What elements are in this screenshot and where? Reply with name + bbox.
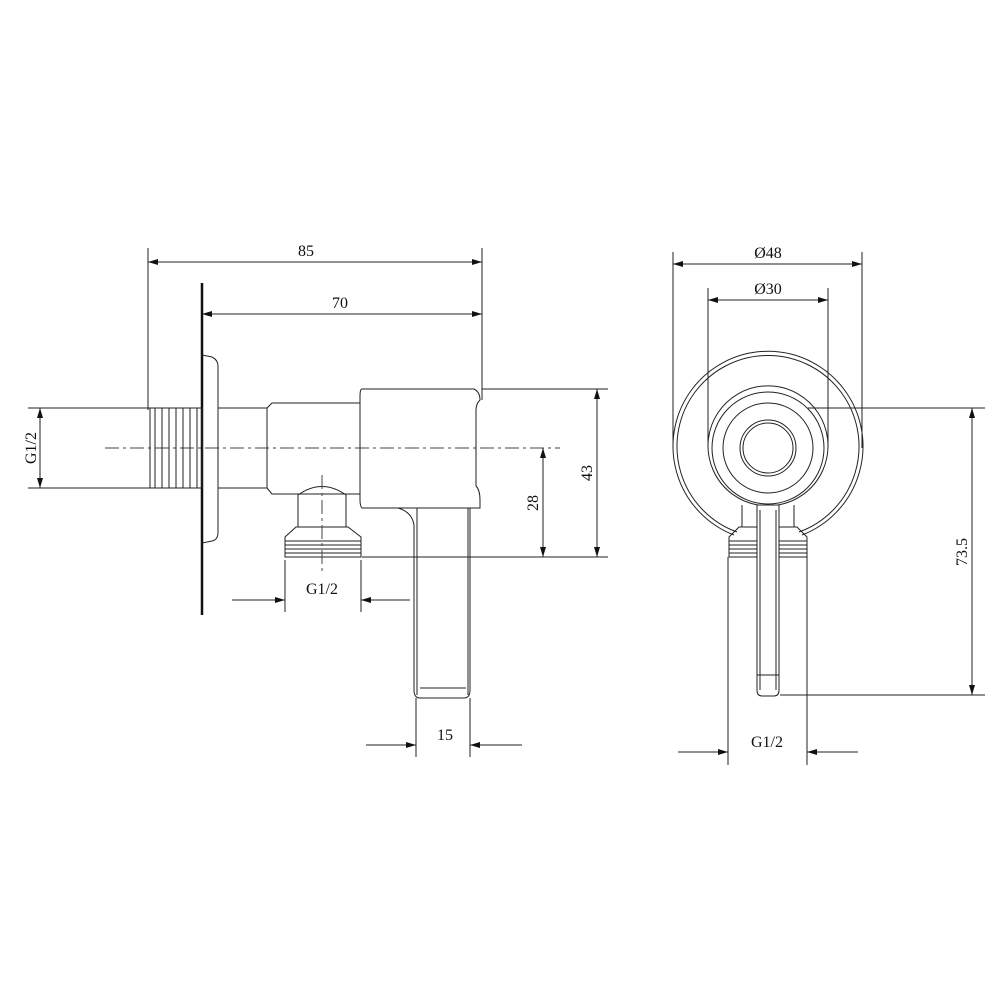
front-handle (756, 504, 780, 697)
dimension-43: 43 (482, 388, 608, 558)
dimension-15: 15 (366, 698, 522, 757)
pipe (218, 407, 268, 489)
dimension-diameter-30: Ø30 (707, 281, 829, 448)
dimension-label: 73.5 (954, 538, 971, 566)
escutcheon (201, 354, 219, 544)
dimension-label: Ø48 (754, 245, 782, 262)
dimension-outlet-thread: G1/2 (232, 560, 410, 612)
escutcheon-inner (676, 354, 860, 533)
body-circle (707, 385, 829, 506)
inlet-thread (149, 407, 203, 489)
dimension-label: 15 (437, 727, 453, 744)
side-view: 85 70 G1/2 G1/2 28 43 15 (23, 243, 608, 757)
dimension-label: G1/2 (306, 581, 338, 598)
dimension-label: 85 (298, 243, 314, 260)
dimension-label: 70 (332, 295, 348, 312)
dimension-label: G1/2 (751, 734, 783, 751)
dimension-inlet-thread: G1/2 (23, 407, 150, 489)
valve-body (359, 388, 481, 509)
dimension-label: G1/2 (23, 432, 40, 464)
spindle-ring (722, 402, 814, 494)
cap-outer (739, 419, 797, 477)
front-view: Ø48 Ø30 73.5 G1/2 (672, 245, 985, 765)
handle (397, 507, 471, 699)
dimension-label: Ø30 (754, 281, 782, 298)
cap-inner (742, 422, 794, 474)
dimension-label: 28 (525, 495, 542, 511)
dimension-70: 70 (202, 295, 482, 317)
dimension-label: 43 (579, 465, 596, 481)
dimension-85: 85 (147, 243, 483, 410)
neck (741, 505, 795, 527)
dimension-28: 28 (362, 448, 555, 558)
outlet-thread (284, 526, 362, 558)
dimension-front-outlet-thread: G1/2 (678, 557, 858, 765)
dimension-diameter-48: Ø48 (672, 245, 863, 448)
escutcheon-outer (672, 350, 864, 536)
dimension-73-5: 73.5 (780, 407, 985, 696)
handle-detail (757, 510, 779, 690)
body-ring (711, 391, 825, 505)
